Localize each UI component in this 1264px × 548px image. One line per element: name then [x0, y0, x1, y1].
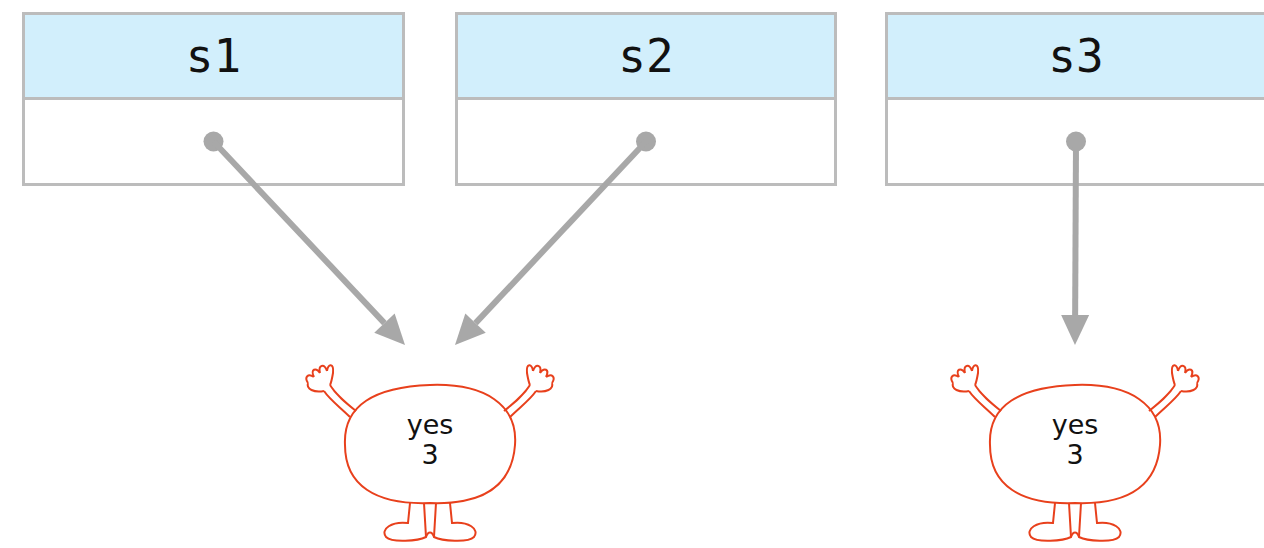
variable-header: s3: [888, 15, 1264, 100]
variable-box: s1: [22, 12, 405, 186]
variable-name: s1: [186, 33, 241, 79]
variable-name: s2: [618, 33, 673, 79]
variable-name: s3: [1048, 33, 1103, 79]
variable-header: s1: [25, 15, 402, 100]
object-value: 3: [1066, 440, 1083, 470]
variable-box: s3: [885, 12, 1264, 186]
object-value: 3: [421, 440, 438, 470]
variable-box: s2: [455, 12, 837, 186]
reference-arrow: [204, 132, 406, 346]
variable-header: s2: [458, 15, 834, 100]
reference-arrow: [1061, 132, 1089, 346]
reference-arrow: [455, 132, 656, 346]
object-value: yes: [1052, 410, 1099, 440]
value-object: yes3: [945, 345, 1205, 545]
value-object: yes3: [300, 345, 560, 545]
object-value: yes: [407, 410, 454, 440]
